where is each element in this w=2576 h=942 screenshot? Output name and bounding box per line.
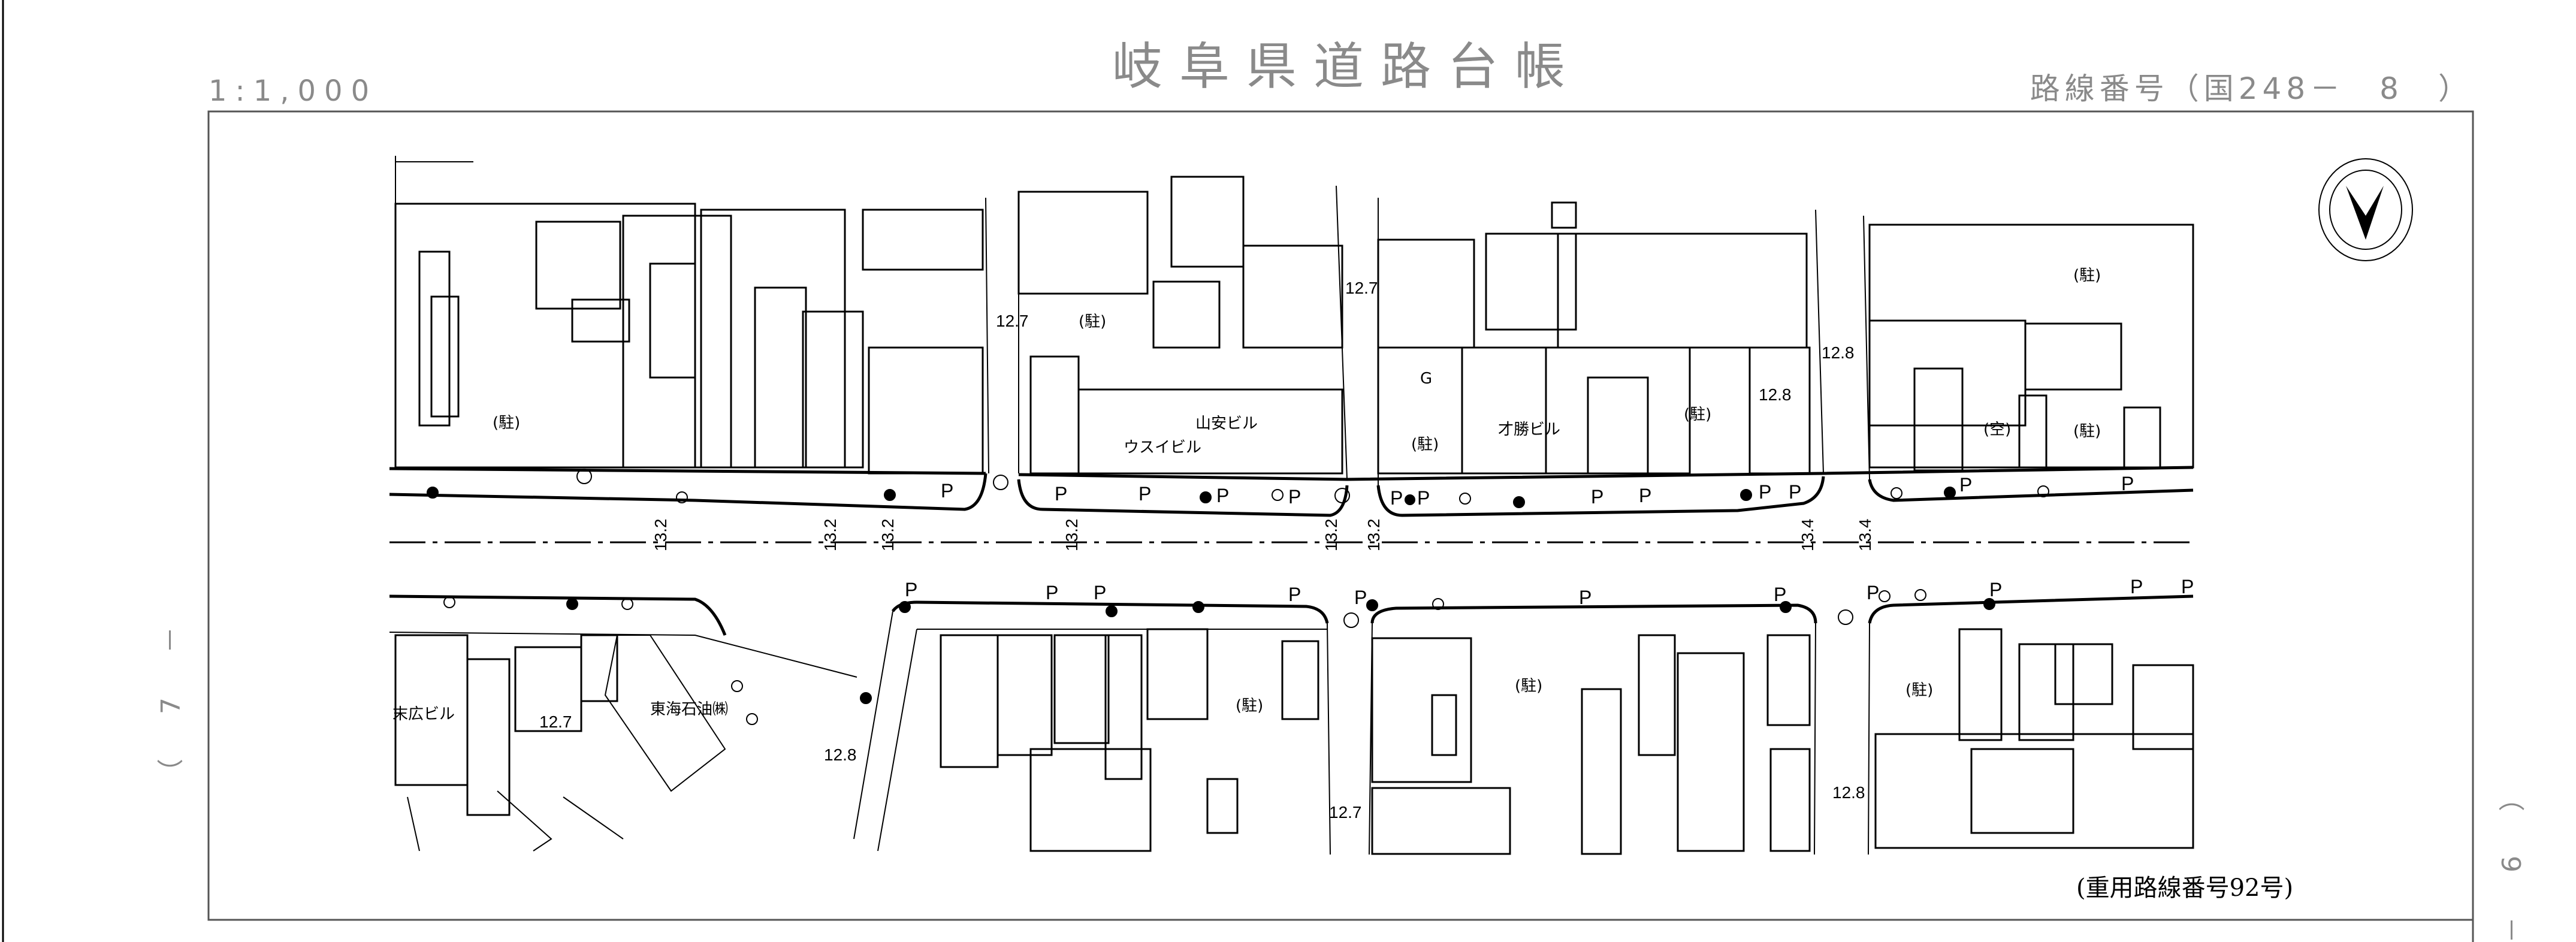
parking-symbol: P [1639, 485, 1651, 506]
elevation-label: 12.7 [1345, 279, 1378, 297]
map-frame [207, 110, 2474, 921]
label-parking: (駐) [2073, 422, 2101, 440]
label-tokai-oil: 東海石油㈱ [650, 701, 728, 718]
parking-symbol: P [1417, 487, 1430, 509]
parking-symbol: P [1579, 587, 1591, 608]
parking-symbol: P [1867, 582, 1879, 603]
elevation-label: 12.7 [996, 312, 1029, 330]
right-sheet-ref: （ 9 － [2495, 785, 2526, 942]
parking-symbol: P [1288, 486, 1301, 508]
building-outlines [394, 156, 2194, 855]
road-elevation: 13.2 [1322, 519, 1340, 552]
main-road [389, 185, 2194, 855]
parking-symbol: P [1288, 584, 1301, 605]
parking-symbol: P [1138, 483, 1151, 505]
parking-symbol: P [2121, 473, 2134, 494]
elevation-label: 12.7 [539, 712, 572, 731]
road-elevation: 13.2 [651, 519, 670, 552]
label-vacant: (空) [1983, 421, 2011, 439]
parking-symbol: P [1046, 582, 1058, 603]
label-parking: (駐) [493, 414, 520, 432]
label-parking: (駐) [1079, 313, 1106, 331]
road-elevation: 13.2 [1364, 519, 1383, 552]
utility-pole-icons [427, 469, 2049, 725]
elevation-label: 12.8 [824, 745, 857, 764]
parking-symbol: P [1055, 483, 1067, 505]
label-yamayasu-building: 山安ビル [1195, 415, 1258, 433]
document-title: 岐阜県道路台帳 [1112, 37, 1582, 96]
label-parking: (駐) [1684, 406, 1711, 424]
parking-symbol: P [1390, 487, 1403, 509]
map-labels: (駐) 12.7 (駐) 山安ビル ウスイビル 12.7 G (駐) 才勝ビル … [392, 267, 2101, 822]
label-parking: (駐) [1905, 681, 1933, 699]
parking-symbol: P [2130, 576, 2143, 597]
parking-symbol: P [1354, 587, 1367, 608]
elevation-label: 12.8 [1759, 385, 1792, 404]
label-usui-building: ウスイビル [1124, 439, 1201, 457]
label-parking: (駐) [1236, 697, 1263, 715]
scale-label: 1:1,000 [209, 74, 378, 108]
parking-symbol: P [1774, 584, 1786, 605]
parking-symbol: P [1789, 481, 1801, 503]
parking-symbol: P [941, 480, 953, 502]
road-elevation: 13.2 [1062, 519, 1081, 552]
road-elevation: 13.4 [1798, 519, 1817, 552]
parking-symbol: P [1094, 582, 1106, 603]
elevation-label: 12.8 [1832, 783, 1865, 802]
label-saikatsu-building: 才勝ビル [1498, 421, 1560, 439]
label-parking: (駐) [2073, 267, 2101, 285]
elevation-label: 12.7 [1329, 803, 1362, 822]
parking-symbol: P [905, 579, 917, 600]
label-parking: (駐) [1411, 436, 1439, 454]
road-elevation: 13.4 [1856, 519, 1874, 552]
parking-symbols: P P P P P P P P P P P P P P P P P P P P … [905, 473, 2194, 608]
road-elevation: 13.2 [878, 519, 897, 552]
parking-symbol: P [2181, 576, 2194, 597]
road-elevations: 13.2 13.2 13.2 13.2 13.2 13.2 13.4 13.4 [651, 519, 1874, 552]
parking-symbol: P [1959, 474, 1972, 496]
parking-symbol: P [1989, 579, 2002, 600]
label-g: G [1420, 370, 1432, 388]
elevation-label: 12.8 [1822, 343, 1855, 362]
label-suehiro-building: 末広ビル [392, 705, 455, 723]
route-number: 路線番号（国248－ 8 ） [2030, 71, 2473, 106]
parking-symbol: P [1591, 486, 1603, 508]
road-elevation: 13.2 [821, 519, 839, 552]
label-parking: (駐) [1515, 677, 1542, 695]
left-sheet-ref: （ 7 － [156, 609, 186, 785]
overlap-route-note: (重用路線番号92号) [2076, 874, 2293, 902]
parking-symbol: P [1216, 485, 1229, 506]
north-arrow-icon [2318, 158, 2413, 261]
parking-symbol: P [1759, 481, 1771, 503]
